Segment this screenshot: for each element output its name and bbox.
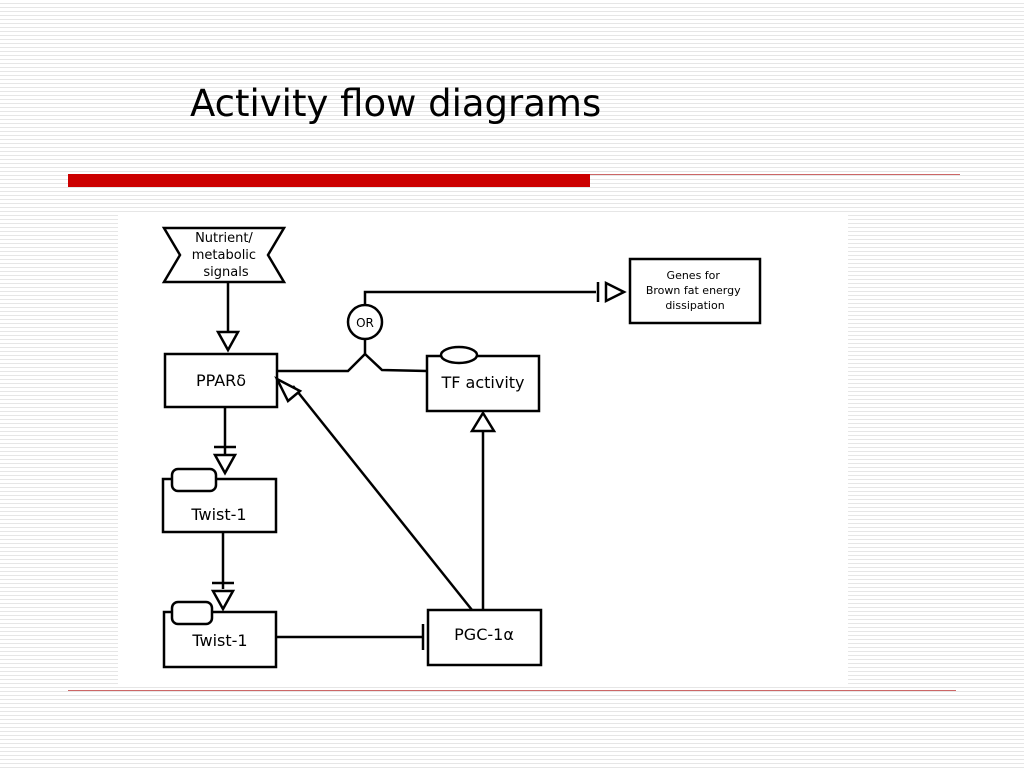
activity-flow-diagram: Nutrient/ metabolic signals PPARδ TF act…: [118, 214, 848, 684]
twist1-bottom-label: Twist-1: [191, 631, 247, 650]
stimulation-arrowhead: [215, 330, 241, 353]
diagram-canvas: Nutrient/ metabolic signals PPARδ TF act…: [161, 226, 762, 669]
title-thin-rule: [590, 174, 960, 175]
ppar-delta-node: [163, 352, 279, 409]
edge-ppar-to-or: [277, 353, 366, 373]
stimulation-arrowhead: [469, 410, 497, 433]
edge-pgc1a-to-ppar: [292, 385, 473, 611]
stimulation-arrowhead: [212, 453, 238, 476]
genes-label: Genes for Brown fat energy dissipation: [646, 269, 744, 312]
ppar-delta-label: PPARδ: [196, 371, 246, 390]
edge-or-to-genes: [363, 290, 596, 305]
tf-activity-unit-of-information: [439, 345, 479, 365]
edge-tf-to-or: [364, 353, 428, 373]
twist1-top-label: Twist-1: [190, 505, 246, 524]
tf-activity-node: [425, 354, 541, 413]
pgc1a-node: [426, 608, 543, 667]
tf-activity-label: TF activity: [440, 373, 524, 392]
twist1-bottom-unit-of-information: [170, 600, 214, 626]
twist1-top-unit-of-information: [170, 467, 218, 493]
genes-node: [628, 257, 762, 325]
bottom-rule: [68, 690, 956, 691]
nutrient-signals-node: [161, 226, 287, 284]
stimulation-arrowhead: [274, 376, 303, 403]
stimulation-arrowhead: [210, 589, 236, 612]
or-gate-label: OR: [356, 316, 374, 330]
title-accent-bar: [68, 174, 590, 187]
stimulation-arrowhead: [604, 280, 627, 304]
pgc1a-label: PGC-1α: [454, 625, 514, 644]
slide-title: Activity flow diagrams: [190, 82, 602, 125]
nutrient-signals-label: Nutrient/ metabolic signals: [192, 231, 260, 280]
